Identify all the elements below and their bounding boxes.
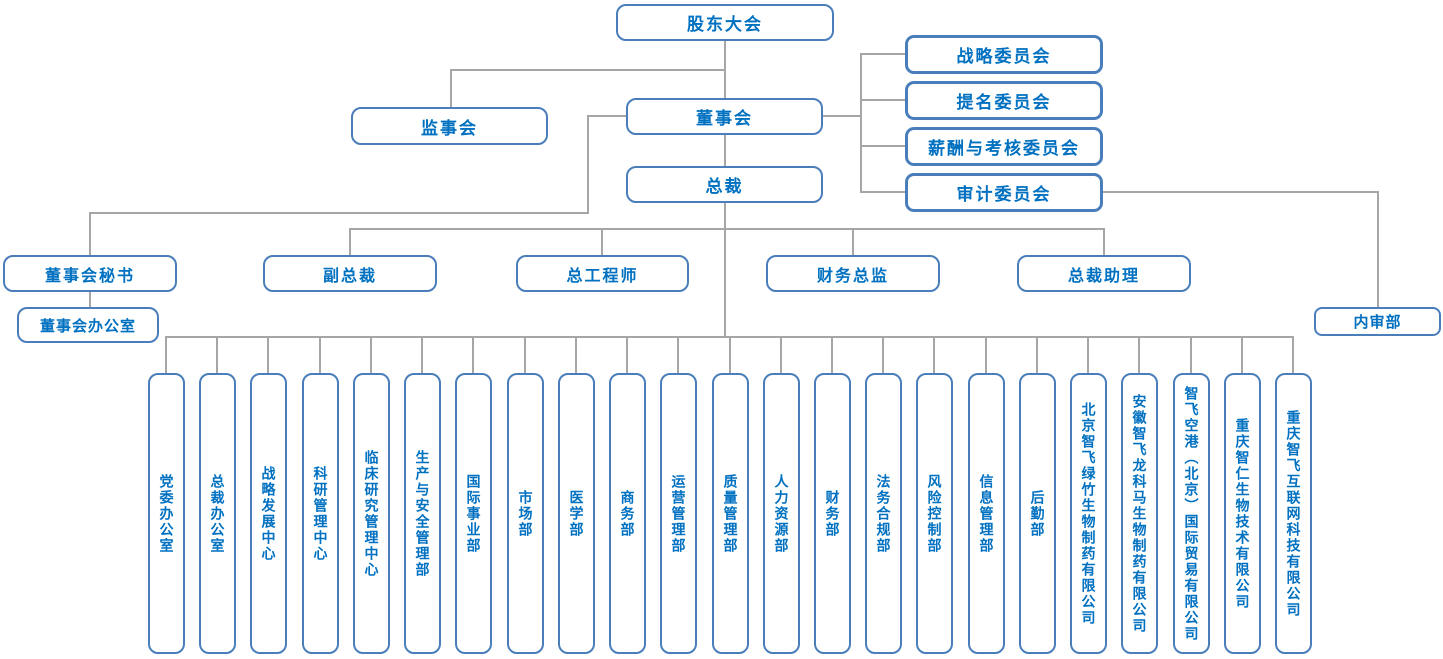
connector-line [677, 336, 679, 373]
node-dept-information-management: 信息管理部 [968, 373, 1005, 654]
connector-line [472, 336, 474, 373]
connector-line [1377, 191, 1379, 307]
connector-line [601, 228, 603, 255]
connector-line [985, 336, 987, 373]
node-dept-finance: 财务部 [814, 373, 851, 654]
connector-line [165, 336, 167, 373]
connector-line [89, 212, 589, 214]
node-subsidiary-beijing-zhifei-lvzhu: 北京智飞绿竹生物制药有限公司 [1070, 373, 1107, 654]
node-president: 总裁 [626, 166, 823, 203]
node-audit-committee: 审计委员会 [905, 173, 1103, 212]
connector-line [1190, 336, 1192, 373]
node-chief-engineer: 总工程师 [516, 255, 689, 292]
connector-line [575, 336, 577, 373]
connector-line [349, 228, 1105, 230]
node-subsidiary-zhifei-airport-beijing-trade: 智飞空港（北京）国际贸易有限公司 [1173, 373, 1210, 654]
node-dept-international-business: 国际事业部 [455, 373, 492, 654]
node-dept-human-resources: 人力资源部 [763, 373, 800, 654]
connector-line [860, 145, 906, 147]
connector-line [370, 336, 372, 373]
connector-line [860, 191, 906, 193]
node-vice-president: 副总裁 [263, 255, 437, 292]
node-board-secretary: 董事会秘书 [3, 255, 177, 292]
connector-line [587, 115, 589, 214]
connector-line [933, 336, 935, 373]
node-dept-operations-management: 运营管理部 [660, 373, 697, 654]
connector-line [319, 336, 321, 373]
connector-line [724, 203, 726, 338]
connector-line [852, 228, 854, 255]
connector-line [1036, 336, 1038, 373]
node-supervisory-board: 监事会 [351, 107, 548, 145]
connector-line [1103, 191, 1378, 193]
connector-line [724, 135, 726, 166]
node-dept-quality-management: 质量管理部 [712, 373, 749, 654]
node-dept-party-committee-office: 党委办公室 [148, 373, 185, 654]
connector-line [450, 69, 452, 108]
node-subsidiary-chongqing-zhifei-internet: 重庆智飞互联网科技有限公司 [1275, 373, 1312, 654]
connector-line [450, 69, 725, 71]
node-shareholders-meeting: 股东大会 [616, 4, 834, 41]
connector-line [860, 53, 862, 193]
connector-line [1087, 336, 1089, 373]
connector-line [216, 336, 218, 373]
connector-line [729, 336, 731, 373]
connector-line [89, 292, 91, 307]
connector-line [421, 336, 423, 373]
connector-line [267, 336, 269, 373]
node-board-office: 董事会办公室 [17, 307, 159, 343]
connector-line [882, 336, 884, 373]
node-dept-president-office: 总裁办公室 [199, 373, 236, 654]
node-subsidiary-chongqing-zhiren-biotech: 重庆智仁生物技术有限公司 [1224, 373, 1261, 654]
node-dept-clinical-research-management-center: 临床研究管理中心 [353, 373, 390, 654]
node-cfo: 财务总监 [766, 255, 940, 292]
connector-line [780, 336, 782, 373]
connector-line [626, 336, 628, 373]
node-internal-audit: 内审部 [1314, 307, 1441, 336]
connector-line [860, 99, 906, 101]
connector-line [89, 212, 91, 255]
connector-line [1103, 228, 1105, 255]
node-dept-production-safety-management: 生产与安全管理部 [404, 373, 441, 654]
node-dept-logistics: 后勤部 [1019, 373, 1056, 654]
connector-line [823, 115, 862, 117]
node-strategy-committee: 战略委员会 [905, 35, 1103, 74]
connector-line [724, 41, 726, 98]
connector-line [1292, 336, 1294, 373]
node-dept-commerce: 商务部 [609, 373, 646, 654]
node-nomination-committee: 提名委员会 [905, 81, 1103, 120]
node-dept-legal-compliance: 法务合规部 [865, 373, 902, 654]
connector-line [860, 53, 906, 55]
connector-line [1241, 336, 1243, 373]
connector-line [831, 336, 833, 373]
node-subsidiary-anhui-zhifei-longcom: 安徽智飞龙科马生物制药有限公司 [1121, 373, 1158, 654]
node-dept-strategic-development-center: 战略发展中心 [250, 373, 287, 654]
node-dept-risk-control: 风险控制部 [916, 373, 953, 654]
connector-line [1138, 336, 1140, 373]
node-dept-marketing: 市场部 [507, 373, 544, 654]
node-dept-research-management-center: 科研管理中心 [302, 373, 339, 654]
connector-line [349, 228, 351, 255]
node-remuneration-appraisal-committee: 薪酬与考核委员会 [905, 127, 1103, 166]
node-board-of-directors: 董事会 [626, 98, 823, 135]
node-president-assistant: 总裁助理 [1017, 255, 1191, 292]
node-dept-medical: 医学部 [558, 373, 595, 654]
connector-line [524, 336, 526, 373]
connector-line [587, 115, 626, 117]
